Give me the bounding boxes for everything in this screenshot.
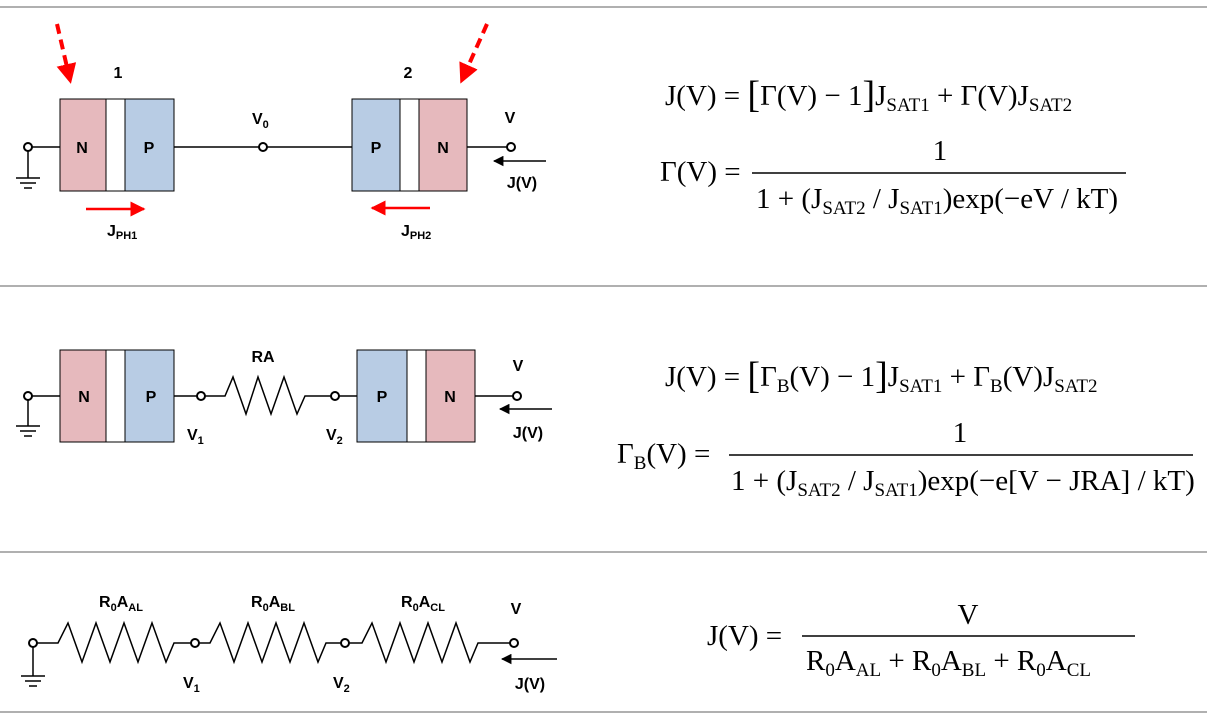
row-2-equations: J(V) = [ΓB(V) − 1]JSAT1 + ΓB(V)JSAT2 ΓB(… — [617, 355, 1195, 501]
terminal-ground — [28, 638, 38, 648]
cell-1-number: 1 — [114, 65, 123, 82]
ground-symbol — [16, 147, 40, 189]
cell-a-p-label: P — [146, 389, 157, 406]
node-v0 — [258, 142, 268, 152]
node-v2 — [340, 638, 350, 648]
v-label: V — [513, 358, 524, 375]
v-label: V — [505, 110, 516, 127]
r0-acl-label: R0ACL — [401, 594, 445, 614]
cell-1-p-label: P — [144, 140, 155, 157]
row-1-equations: J(V) = [Γ(V) − 1]JSAT1 + Γ(V)JSAT2 Γ(V) … — [660, 74, 1126, 219]
cell-1-n-label: N — [76, 140, 88, 157]
cell-a-n-label: N — [78, 389, 90, 406]
terminal-v — [509, 638, 519, 648]
cell-b: P N — [356, 349, 476, 443]
v1-label: V1 — [187, 427, 204, 447]
v1-label: V1 — [183, 675, 200, 695]
equation-5-denominator: R0AAL + R0ABL + R0ACL — [806, 645, 1091, 681]
row-2-circuit: N P RA V1 V2 P N V J(V) — [16, 349, 552, 447]
v2-label: V2 — [333, 675, 350, 695]
v2-label: V2 — [326, 427, 343, 447]
r0-aal-label: R0AAL — [99, 594, 143, 614]
row-3-equations: J(V) = V R0AAL + R0ABL + R0ACL — [707, 599, 1135, 681]
equation-5-lhs: J(V) = — [707, 620, 782, 652]
r0-abl-label: R0ABL — [251, 594, 295, 614]
jv-label: J(V) — [513, 425, 543, 442]
equation-2-numerator: 1 — [933, 135, 948, 167]
cell-1: N P — [59, 98, 175, 192]
ra-label: RA — [251, 349, 275, 366]
ground-symbol — [21, 643, 45, 687]
equation-4-numerator: 1 — [953, 417, 968, 449]
resistor-cl — [349, 620, 510, 665]
resistor-ra — [205, 374, 331, 417]
ground-symbol — [16, 396, 40, 437]
cell-a: N P — [59, 349, 175, 443]
cell-2-n-label: N — [437, 140, 449, 157]
terminal-v — [506, 142, 516, 152]
node-v2 — [330, 391, 340, 401]
terminal-v — [512, 391, 522, 401]
cell-2-p-label: P — [371, 140, 382, 157]
cell-b-n-label: N — [444, 389, 456, 406]
equation-2-denominator: 1 + (JSAT2 / JSAT1)exp(−eV / kT) — [756, 183, 1118, 219]
equation-4-lhs: ΓB(V) = — [617, 438, 710, 474]
row-1-circuit: N P 1 V0 P N 2 V J(V) JPH1 JPH2 — [16, 23, 546, 242]
v0-label: V0 — [252, 111, 269, 131]
equation-4-denominator: 1 + (JSAT2 / JSAT1)exp(−e[V − JRA] / kT) — [731, 465, 1195, 501]
node-v1 — [190, 638, 200, 648]
cell-b-p-label: P — [377, 389, 388, 406]
equation-3: J(V) = [ΓB(V) − 1]JSAT1 + ΓB(V)JSAT2 — [665, 355, 1098, 397]
cell-2-number: 2 — [404, 65, 413, 82]
terminal-ground — [23, 142, 33, 152]
cell-2: P N — [351, 98, 468, 192]
light-arrow-2 — [459, 23, 489, 84]
terminal-ground — [23, 391, 33, 401]
equation-2-lhs: Γ(V) = — [660, 156, 741, 188]
row-3-circuit: R0AAL R0ABL R0ACL V1 V2 V J(V) — [21, 594, 557, 695]
v-label: V — [511, 601, 522, 618]
jv-label: J(V) — [515, 676, 545, 693]
resistor-al — [37, 620, 191, 665]
equation-1: J(V) = [Γ(V) − 1]JSAT1 + Γ(V)JSAT2 — [665, 74, 1072, 116]
jph1-label: JPH1 — [107, 223, 137, 242]
light-arrow-1 — [55, 23, 77, 84]
jph2-label: JPH2 — [401, 223, 431, 242]
node-v1 — [196, 391, 206, 401]
equation-5-numerator: V — [958, 599, 979, 631]
resistor-bl — [199, 620, 341, 665]
jv-label: J(V) — [507, 175, 537, 192]
